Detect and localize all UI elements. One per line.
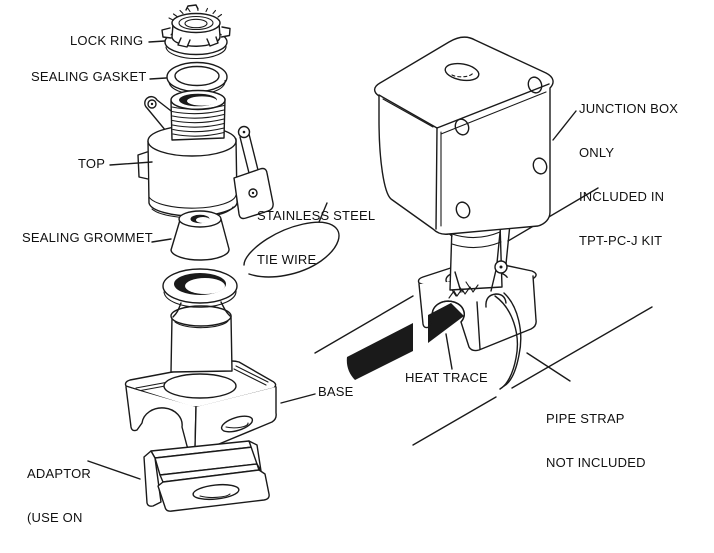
heat-trace-part bbox=[346, 300, 465, 380]
top-label: TOP bbox=[78, 156, 106, 171]
top-part bbox=[137, 89, 274, 220]
base-stem-part bbox=[162, 268, 238, 373]
sealing-gasket-part bbox=[166, 61, 228, 95]
heat-trace-label: HEAT TRACE bbox=[405, 370, 488, 385]
adaptor-label: ADAPTOR (USE ON PIPE SMALLER THAN 1" ONL… bbox=[27, 466, 92, 525]
sealing-grommet-part bbox=[170, 210, 230, 261]
pipe-strap-label: PIPE STRAP NOT INCLUDED bbox=[546, 411, 646, 470]
pipe-strap-part bbox=[494, 292, 522, 390]
lock-ring-part bbox=[161, 4, 231, 60]
tie-wire-part bbox=[243, 221, 340, 278]
lock-ring-label: LOCK RING bbox=[70, 33, 144, 48]
leader-lines bbox=[87, 40, 577, 480]
tie-wire-label: STAINLESS STEEL TIE WIRE bbox=[257, 208, 376, 267]
junction-box-label: JUNCTION BOX ONLY INCLUDED IN TPT-PC-J K… bbox=[579, 101, 679, 248]
sealing-grommet-label: SEALING GROMMET bbox=[22, 230, 153, 245]
base-label: BASE bbox=[318, 384, 354, 399]
junction-box-part bbox=[373, 36, 554, 235]
adaptor-part bbox=[143, 440, 270, 512]
sealing-gasket-label: SEALING GASKET bbox=[31, 69, 147, 84]
base-part bbox=[124, 360, 277, 452]
pipe-lines bbox=[314, 187, 653, 446]
